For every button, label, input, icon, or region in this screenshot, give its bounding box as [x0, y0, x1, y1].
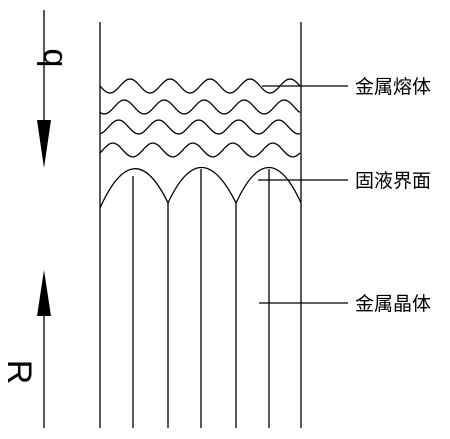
melt-label: 金属熔体 [355, 76, 431, 98]
down-arrow [37, 10, 51, 168]
crystal-label: 金属晶体 [355, 293, 431, 315]
melt-wave-line [99, 99, 301, 115]
up-arrow [37, 270, 51, 428]
interface-label: 固液界面 [355, 170, 431, 192]
q-symbol: q [36, 49, 74, 68]
r-symbol: R [0, 360, 38, 385]
solid-liquid-interface-curve [99, 166, 302, 209]
melt-wave-line [99, 78, 301, 94]
melt-wave-line [99, 142, 301, 158]
melt-wave-line [99, 119, 301, 135]
